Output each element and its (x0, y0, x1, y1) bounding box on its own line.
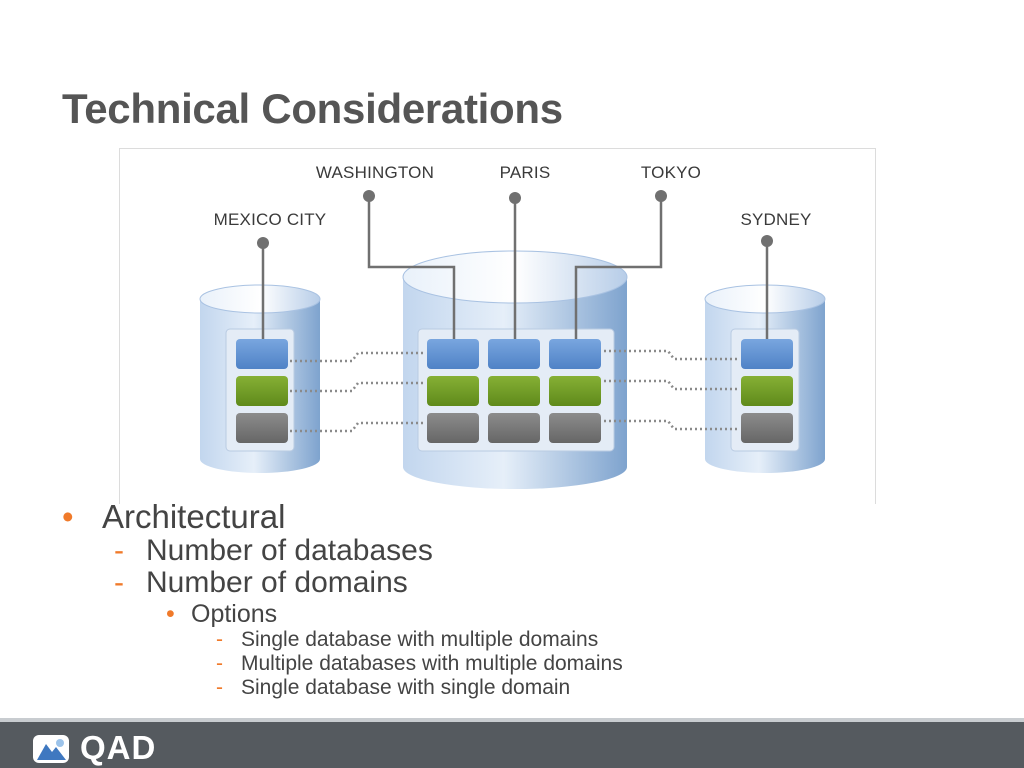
bullet-marker: - (216, 652, 223, 675)
bullet-marker: - (216, 628, 223, 651)
location-connectors (261, 196, 769, 339)
replication-dotted-links (290, 349, 738, 433)
bullet-architectural: Architectural (102, 498, 286, 535)
center-domain-blocks (427, 339, 601, 443)
bullet-marker: • (166, 600, 175, 628)
location-label-sydney: SYDNEY (740, 210, 811, 229)
right-domain-blocks (741, 339, 793, 443)
left-domain-blocks (236, 339, 288, 443)
bullet-option-single-db-single-domain: Single database with single domain (241, 676, 571, 699)
bullet-option-single-db-multiple-domains: Single database with multiple domains (241, 628, 599, 651)
bullet-number-of-databases: Number of databases (146, 534, 433, 567)
bullet-marker: - (114, 534, 124, 567)
location-label-tokyo: TOKYO (641, 163, 701, 182)
pin-sydney (761, 235, 773, 247)
database-domain-diagram: MEXICO CITY WASHINGTON PARIS TOKYO SYDNE… (119, 148, 876, 504)
slide-title: Technical Considerations (62, 85, 563, 132)
bullet-marker: - (114, 566, 124, 599)
pin-washington (363, 190, 375, 202)
pin-paris (509, 192, 521, 204)
bullet-number-of-domains: Number of domains (146, 566, 408, 599)
location-label-mexico-city: MEXICO CITY (214, 210, 327, 229)
bullet-marker: • (62, 498, 74, 535)
diagram-canvas: MEXICO CITY WASHINGTON PARIS TOKYO SYDNE… (199, 163, 826, 489)
pin-tokyo (655, 190, 667, 202)
qad-wordmark: QAD (80, 729, 157, 766)
location-label-paris: PARIS (500, 163, 551, 182)
bullet-option-multiple-db-multiple-domains: Multiple databases with multiple domains (241, 652, 623, 675)
location-pins (257, 190, 773, 249)
bullet-marker: - (216, 676, 223, 699)
footer-bar: QAD (0, 718, 1024, 768)
location-label-washington: WASHINGTON (316, 163, 434, 182)
pin-mexico-city (257, 237, 269, 249)
bullet-options: Options (191, 600, 278, 628)
qad-logo-icon (33, 735, 69, 763)
